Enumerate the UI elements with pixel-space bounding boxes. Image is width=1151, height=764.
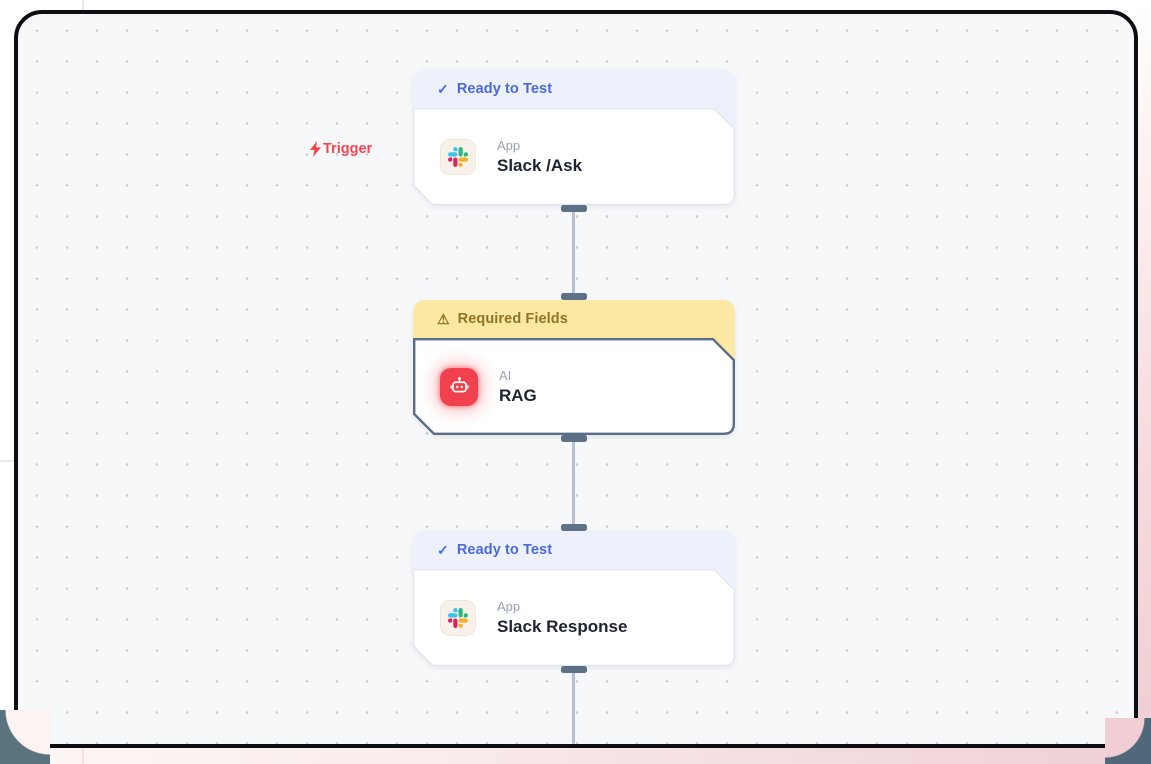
node-rag[interactable]: ⚠ Required Fields: [413, 300, 735, 435]
node-title: Slack /Ask: [497, 155, 583, 175]
trigger-label-text: Trigger: [323, 141, 373, 157]
slack-icon: [440, 599, 476, 636]
node-status-bar: ✓ Ready to Test: [413, 531, 735, 569]
connector-line: [572, 209, 575, 298]
background-grid-line: [82, 748, 84, 764]
page-corner-dark: [0, 710, 50, 764]
node-title: Slack Response: [497, 616, 628, 636]
node-card[interactable]: App Slack Response: [413, 569, 735, 666]
output-port[interactable]: [561, 435, 587, 442]
robot-icon: [440, 367, 478, 406]
node-category: AI: [499, 367, 512, 383]
check-icon: ✓: [437, 80, 449, 97]
output-port[interactable]: [561, 205, 587, 212]
workflow-canvas[interactable]: Trigger ✓ Ready to Test: [14, 10, 1138, 748]
node-card-shape: [413, 338, 735, 435]
connector-line: [572, 439, 575, 525]
node-card[interactable]: App Slack /Ask: [413, 108, 735, 205]
lightning-bolt-icon: [310, 141, 321, 157]
input-port[interactable]: [561, 524, 587, 531]
node-status-label: Ready to Test: [456, 81, 553, 97]
node-category: App: [497, 598, 521, 614]
check-icon: ✓: [437, 541, 449, 558]
node-slack-ask[interactable]: ✓ Ready to Test: [413, 70, 735, 205]
node-title: RAG: [499, 385, 537, 405]
page-right-band: [1138, 0, 1151, 764]
connector-line: [572, 670, 575, 744]
node-slack-response[interactable]: ✓ Ready to Test: [413, 531, 735, 666]
node-card[interactable]: AI RAG: [413, 338, 735, 435]
output-port[interactable]: [561, 666, 587, 673]
background-grid-line: [0, 460, 14, 462]
node-card-shape: [413, 569, 735, 666]
slack-icon: [440, 138, 476, 175]
background-grid-line: [82, 0, 84, 10]
input-port[interactable]: [561, 293, 587, 300]
node-category: App: [497, 137, 521, 153]
node-status-bar: ✓ Ready to Test: [413, 70, 735, 108]
page-corner-dark: [1105, 718, 1151, 764]
node-status-label: Required Fields: [457, 311, 568, 327]
page-bottom-band: [0, 748, 1151, 764]
node-status-label: Ready to Test: [456, 542, 553, 558]
node-card-shape: [413, 108, 735, 205]
warning-icon: ⚠: [437, 310, 450, 327]
trigger-label: Trigger: [309, 141, 372, 157]
node-status-bar: ⚠ Required Fields: [413, 300, 735, 338]
